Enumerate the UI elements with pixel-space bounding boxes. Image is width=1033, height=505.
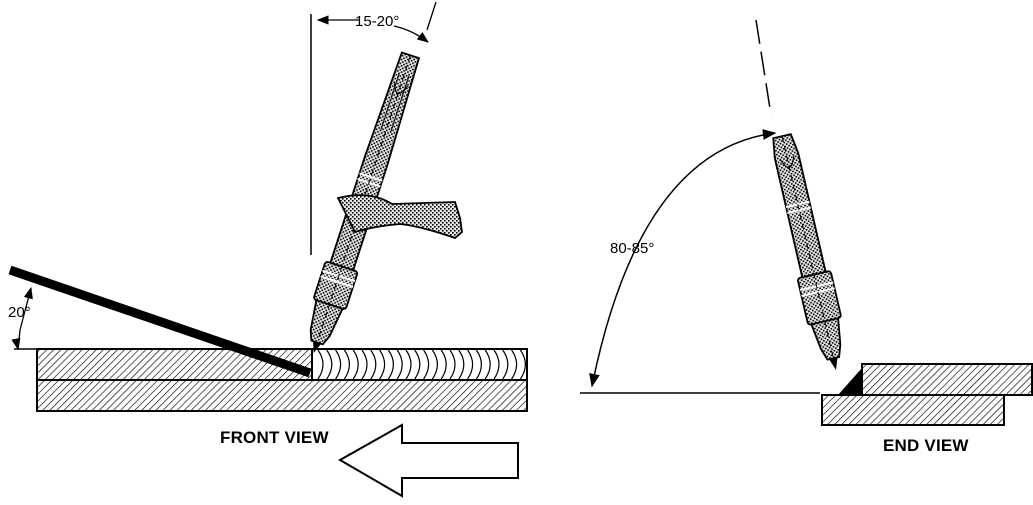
weld-ripple: [335, 349, 342, 380]
torch-angle-dimension: [316, 1, 437, 43]
weld-ripple: [493, 349, 500, 380]
front-torch-angle-label: 15-20°: [355, 13, 400, 30]
weld-ripple: [431, 349, 438, 380]
end-torch-angle-arc: [589, 129, 777, 388]
weld-ripple: [379, 349, 386, 380]
end-torch: [772, 133, 842, 370]
end-view: [580, 19, 1033, 426]
filler-rod: [8, 265, 312, 378]
weld-bead: [311, 348, 528, 381]
rod-angle-dimension: [11, 286, 37, 351]
weld-ripple: [317, 349, 324, 380]
weld-ripple: [343, 349, 350, 380]
end-torch-angle-label: 80-85°: [610, 240, 655, 257]
weld-ripple: [414, 349, 421, 380]
weld-ripple: [467, 349, 474, 380]
end-view-label: END VIEW: [883, 436, 969, 455]
torch-axis-line: [755, 19, 772, 116]
weld-ripple: [440, 349, 447, 380]
weld-ripple: [387, 349, 394, 380]
weld-ripple: [361, 349, 368, 380]
weld-ripple: [352, 349, 359, 380]
weld-ripple: [458, 349, 465, 380]
front-view: [8, 1, 528, 498]
end-upper-plate: [861, 363, 1033, 396]
torch-handle: [336, 194, 463, 240]
weld-ripple: [370, 349, 377, 380]
weld-ripple: [423, 349, 430, 380]
weld-ripple: [405, 349, 412, 380]
weld-ripple: [511, 349, 518, 380]
weld-ripple: [502, 349, 509, 380]
weld-ripple: [449, 349, 456, 380]
front-lower-plate: [36, 379, 528, 412]
fillet-weld: [838, 368, 862, 395]
end-lower-plate: [821, 394, 1005, 426]
weld-ripple: [484, 349, 491, 380]
rod-angle-label: 20°: [8, 304, 31, 321]
travel-direction-arrow: [337, 423, 519, 498]
weld-ripple: [396, 349, 403, 380]
weld-ripple: [519, 349, 526, 380]
weld-ripple: [326, 349, 333, 380]
weld-ripple: [475, 349, 482, 380]
front-view-label: FRONT VIEW: [220, 428, 329, 447]
